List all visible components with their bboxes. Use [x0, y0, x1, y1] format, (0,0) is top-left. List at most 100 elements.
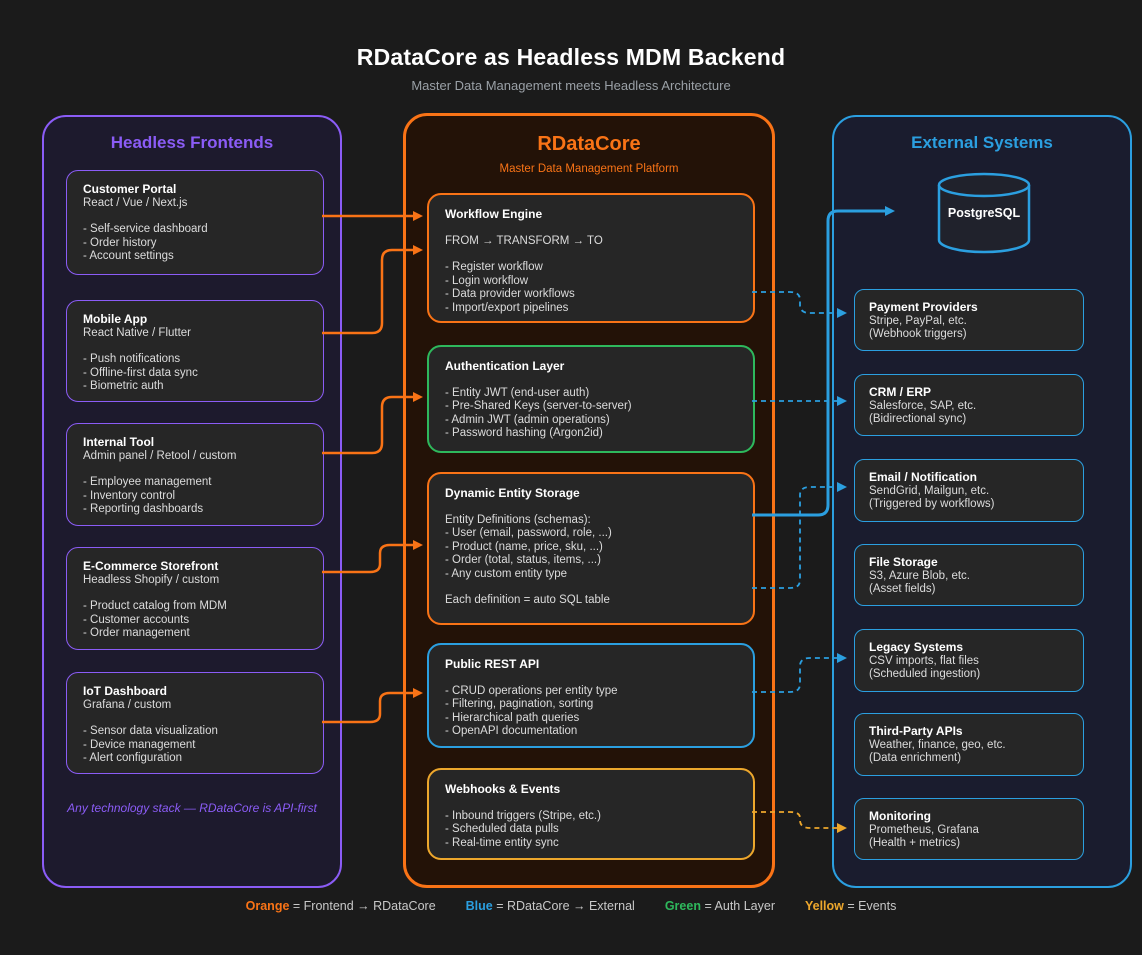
box-line: - Order (total, status, items, ...) — [445, 554, 601, 566]
box-line: Each definition = auto SQL table — [445, 594, 610, 606]
box-title: Customer Portal — [83, 182, 177, 196]
box-item: - Biometric auth — [83, 380, 164, 392]
box-line: - Inbound triggers (Stripe, etc.) — [445, 809, 601, 822]
box-item: - Sensor data visualization — [83, 725, 218, 737]
spacer — [83, 210, 307, 223]
diagram-subtitle: Master Data Management meets Headless Ar… — [411, 78, 731, 93]
box-line: - Login workflow — [445, 274, 529, 287]
box-line: - Data provider workflows — [445, 288, 575, 300]
rdatacore-box-webhooks-events: Webhooks & Events - Inbound triggers (Str… — [427, 768, 755, 860]
box-title: Public REST API — [445, 657, 540, 671]
box-item: - Employee management — [83, 476, 212, 488]
box-line: - Hierarchical path queries — [445, 711, 580, 724]
box-title: Mobile App — [83, 312, 148, 326]
box-line: Salesforce, SAP, etc. — [869, 399, 977, 412]
box-title: Legacy Systems — [869, 640, 964, 654]
box-line: (Bidirectional sync) — [869, 413, 967, 425]
box-line: (Scheduled ingestion) — [869, 668, 981, 680]
box-item: - Reporting dashboards — [83, 503, 204, 515]
legend-color-label: Green — [664, 899, 701, 913]
rdatacore-container: RDataCore Master Data Management Platfor… — [403, 113, 775, 888]
box-item: - Inventory control — [83, 489, 176, 502]
box-line: - Password hashing (Argon2id) — [445, 427, 603, 439]
box-title: IoT Dashboard — [83, 684, 168, 698]
box-line: Entity Definitions (schemas): — [445, 513, 591, 526]
box-item: - Device management — [83, 738, 196, 751]
box-title: Authentication Layer — [445, 359, 565, 373]
box-subtitle: Grafana / custom — [83, 698, 172, 711]
box-line: (Asset fields) — [869, 583, 936, 595]
database-label: PostgreSQL — [947, 206, 1021, 220]
box-line: - Scheduled data pulls — [445, 823, 559, 835]
box-line: - Filtering, pagination, sorting — [445, 698, 594, 710]
box-line: Prometheus, Grafana — [869, 823, 979, 836]
rdatacore-box-authentication-layer: Authentication Layer- Entity JWT (end-us… — [427, 345, 755, 453]
rdatacore-box-public-rest-api: Public REST API - CRUD operations per ent… — [427, 643, 755, 748]
box-title: Monitoring — [869, 809, 931, 823]
diagram-header: RDataCore as Headless MDM Backend Master… — [0, 44, 1142, 93]
box-title: Workflow Engine — [445, 207, 543, 221]
box-line: (Webhook triggers) — [869, 328, 967, 340]
box-item: - Customer accounts — [83, 613, 190, 626]
box-line: - CRUD operations per entity type — [445, 684, 618, 697]
box-subtitle: React / Vue / Next.js — [83, 196, 188, 209]
box-title: Payment Providers — [869, 300, 978, 314]
box-line: - Real-time entity sync — [445, 836, 559, 849]
external-container: External Systems PostgreSQL Payment Prov… — [832, 115, 1132, 888]
legend-item-green: Green = Auth Layer — [664, 899, 775, 913]
box-item: - Order management — [83, 627, 190, 639]
spacer — [83, 587, 307, 600]
box-line: - Any custom entity type — [445, 567, 568, 580]
rdatacore-subtitle: Master Data Management Platform — [499, 163, 679, 175]
legend-color-label: Orange — [245, 899, 290, 913]
box-item: - Order history — [83, 236, 157, 249]
box-item: - Self-service dashboard — [83, 223, 208, 235]
legend-color-label: Blue — [465, 899, 493, 913]
box-title: File Storage — [869, 555, 938, 569]
box-line: - Pre-Shared Keys (server-to-server) — [445, 400, 632, 412]
box-item: - Offline-first data sync — [83, 366, 198, 379]
box-item: - Alert configuration — [83, 752, 183, 764]
box-title: E-Commerce Storefront — [83, 559, 219, 573]
box-title: CRM / ERP — [869, 385, 932, 399]
spacer — [445, 797, 737, 810]
box-line: - Import/export pipelines — [445, 301, 569, 314]
database-cylinder-icon — [937, 172, 1031, 254]
external-title: External Systems — [911, 133, 1053, 152]
spacer — [83, 340, 307, 353]
spacer — [445, 222, 737, 235]
box-title: Internal Tool — [83, 435, 155, 449]
box-line: Weather, finance, geo, etc. — [869, 738, 1006, 751]
box-subtitle: React Native / Flutter — [83, 326, 192, 339]
box-title: Webhooks & Events — [445, 782, 561, 796]
box-line: - Admin JWT (admin operations) — [445, 413, 610, 426]
box-line: CSV imports, flat files — [869, 654, 979, 667]
spacer — [445, 501, 737, 514]
box-title: Third-Party APIs — [869, 724, 963, 738]
spacer — [83, 463, 307, 476]
postgresql-database: PostgreSQL — [904, 172, 1064, 256]
box-line: S3, Azure Blob, etc. — [869, 569, 971, 582]
frontends-title: Headless Frontends — [110, 133, 274, 152]
box-line: FROM → TRANSFORM → TO — [445, 234, 603, 247]
box-line: - OpenAPI documentation — [445, 725, 578, 737]
rdatacore-title: RDataCore — [537, 133, 641, 155]
spacer — [445, 374, 737, 387]
diagram-title: RDataCore as Headless MDM Backend — [356, 44, 786, 70]
box-title: Dynamic Entity Storage — [445, 486, 580, 500]
